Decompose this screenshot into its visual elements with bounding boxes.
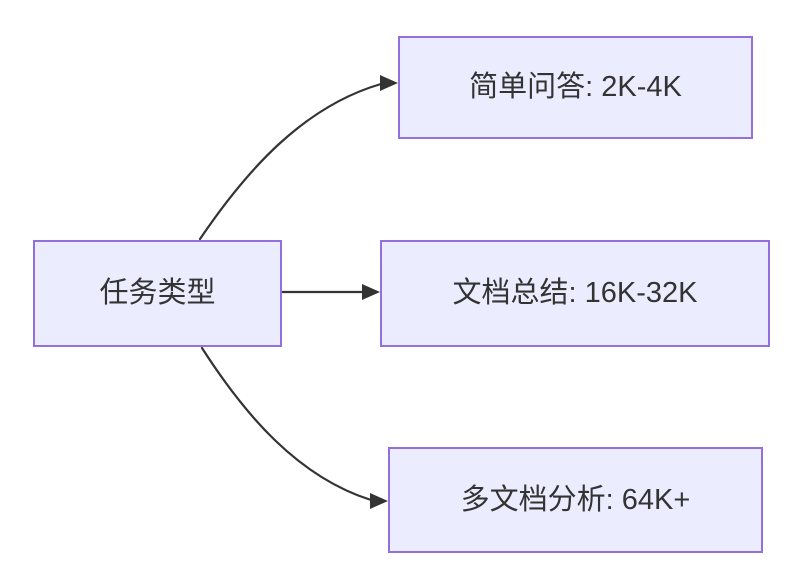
arrowhead-icon	[362, 284, 380, 300]
edge-task-to-simple-qa	[198, 82, 383, 241]
edge-task-to-multi-doc	[200, 346, 373, 502]
node-multi-doc: 多文档分析: 64K+	[388, 447, 763, 553]
arrowhead-icon	[380, 75, 398, 91]
node-task-type: 任务类型	[33, 240, 282, 347]
node-label: 文档总结: 16K-32K	[452, 277, 698, 310]
node-label: 简单问答: 2K-4K	[469, 71, 682, 104]
node-label: 任务类型	[99, 277, 216, 310]
node-simple-qa: 简单问答: 2K-4K	[398, 36, 753, 139]
node-label: 多文档分析: 64K+	[460, 483, 691, 516]
node-doc-summary: 文档总结: 16K-32K	[380, 240, 770, 347]
arrowhead-icon	[370, 493, 388, 509]
